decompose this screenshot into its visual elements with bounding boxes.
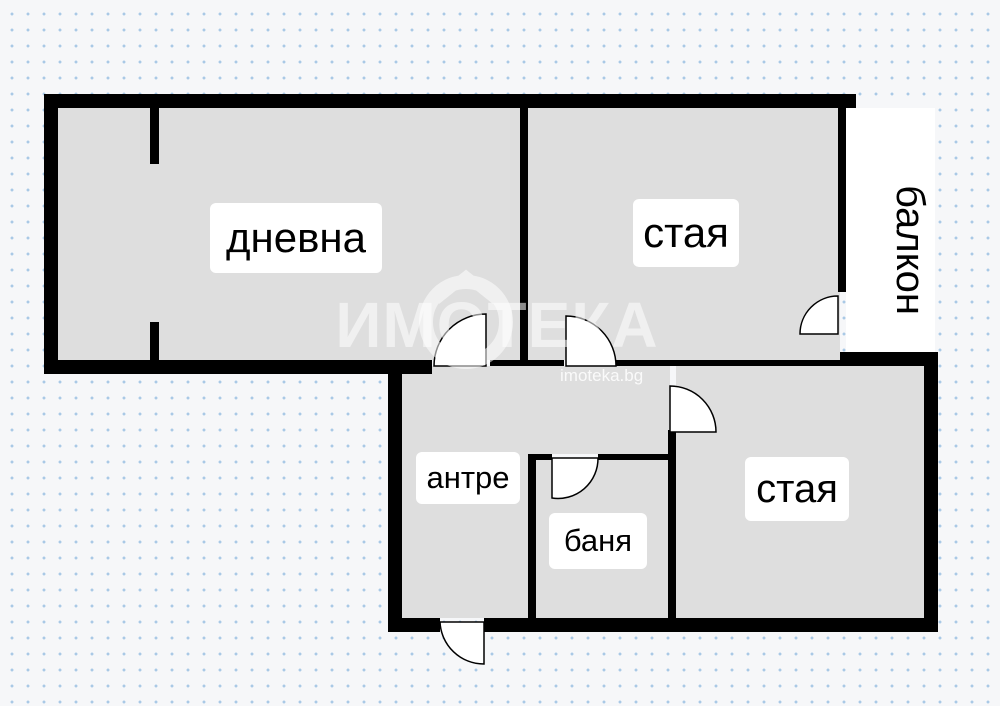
door-room-top — [565, 315, 617, 367]
wall-hall-top-right — [600, 360, 938, 366]
room-label-bathroom: баня — [549, 513, 647, 569]
door-swings — [433, 295, 839, 665]
watermark-url: imoteka.bg — [560, 366, 644, 385]
wall-room-balcony — [838, 108, 846, 292]
door-bathroom — [551, 457, 599, 500]
room-label-balcony: балкон — [888, 185, 933, 315]
room-label-living: дневна — [210, 203, 382, 273]
wall-bathroom-top-right — [598, 454, 670, 460]
wall-bedroom-bottom-left-upper — [668, 430, 676, 454]
room-label-room-top: стая — [633, 199, 739, 267]
wall-top-left — [44, 94, 856, 108]
wall-right — [924, 360, 938, 632]
wall-bottom-left — [388, 618, 440, 632]
wall-living-stub-bottom — [150, 322, 159, 360]
door-room-bottom — [669, 385, 717, 433]
balcony-floor — [846, 108, 935, 360]
walls — [44, 94, 938, 632]
wall-living-bottom — [44, 360, 432, 374]
wall-living-stub-top — [150, 108, 159, 164]
wall-bathroom-top-left — [528, 454, 552, 460]
wall-bedroom-bottom-left — [668, 454, 676, 618]
door-balcony — [799, 295, 839, 335]
wall-bathroom-left — [528, 454, 536, 618]
room-label-room-bottom: стая — [745, 457, 849, 521]
wall-balcony-bottom — [840, 352, 938, 360]
watermark-logo-icon — [419, 269, 513, 369]
wall-bottom-right — [484, 618, 938, 632]
hallway-floor — [402, 366, 670, 454]
wall-left — [44, 94, 58, 374]
wall-hall-left — [388, 366, 402, 632]
watermark-brand: ИМОТЕКА — [335, 289, 659, 361]
door-entrance — [439, 621, 485, 665]
wall-living-room-divider — [520, 108, 528, 360]
room-label-hall: антре — [416, 452, 520, 504]
wall-hall-top-mid — [490, 360, 564, 366]
